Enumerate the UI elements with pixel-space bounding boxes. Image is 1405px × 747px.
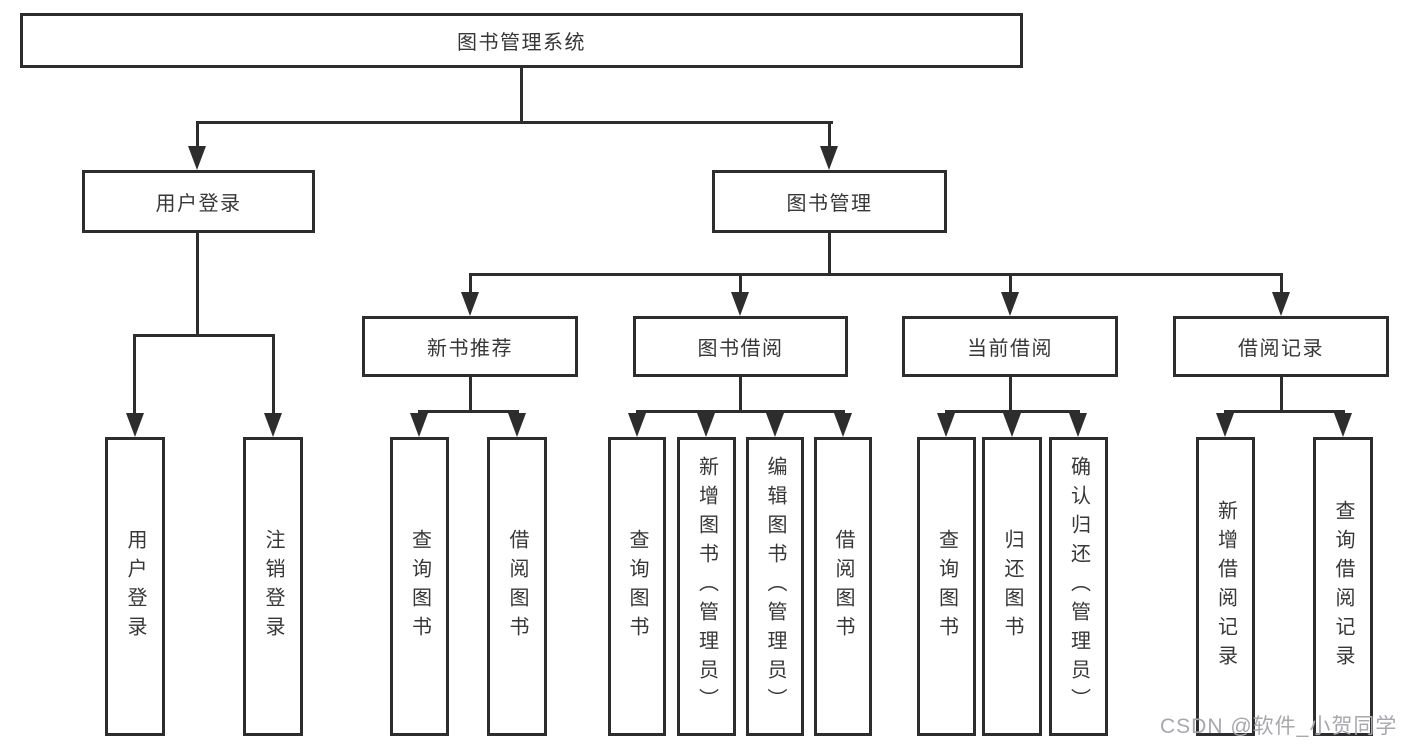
arrow-down-icon (1272, 292, 1290, 316)
leaf-add-book-admin-label: 新增图书（管理员） (695, 456, 718, 717)
connector-line (828, 233, 831, 276)
connector-line (1009, 273, 1012, 295)
arrow-down-icon (461, 292, 479, 316)
connector-line (739, 377, 742, 413)
connector-line (469, 377, 472, 413)
node-user-login: 用户登录 (82, 170, 315, 233)
arrow-down-icon (1001, 292, 1019, 316)
arrow-down-icon (834, 413, 852, 437)
node-root: 图书管理系统 (20, 13, 1023, 68)
arrow-down-icon (697, 413, 715, 437)
connector-line (1224, 410, 1345, 413)
arrow-down-icon (126, 413, 144, 437)
connector-line (945, 410, 1080, 413)
leaf-return-books-label: 归还图书 (1001, 528, 1023, 645)
leaf-query-books-label: 查询图书 (408, 528, 431, 645)
connector-line (133, 334, 136, 414)
arrow-down-icon (766, 413, 784, 437)
leaf-edit-book-admin-label: 编辑图书（管理员） (764, 456, 786, 717)
arrow-down-icon (1069, 413, 1087, 437)
arrow-down-icon (820, 146, 838, 170)
connector-line (196, 233, 199, 337)
leaf-borrow-books: 借阅图书 (814, 437, 872, 736)
arrow-down-icon (1003, 413, 1021, 437)
connector-line (133, 334, 275, 337)
leaf-borrow-books: 借阅图书 (487, 437, 547, 736)
leaf-add-book-admin: 新增图书（管理员） (677, 437, 736, 736)
leaf-user-login: 用户登录 (105, 437, 165, 736)
leaf-return-books: 归还图书 (982, 437, 1042, 736)
connector-line (1280, 377, 1283, 413)
leaf-query-borrow-record-label: 查询借阅记录 (1332, 499, 1354, 674)
connector-line (520, 68, 523, 124)
node-new-book-recommend-label: 新书推荐 (427, 338, 513, 360)
node-book-borrow: 图书借阅 (633, 316, 848, 377)
connector-line (196, 121, 833, 124)
node-current-borrow-label: 当前借阅 (967, 338, 1053, 360)
connector-line (1280, 273, 1283, 295)
node-borrow-records: 借阅记录 (1173, 316, 1389, 377)
connector-line (636, 410, 845, 413)
leaf-query-borrow-record: 查询借阅记录 (1313, 437, 1373, 736)
node-new-book-recommend: 新书推荐 (362, 316, 578, 377)
leaf-confirm-return-admin: 确认归还（管理员） (1049, 437, 1108, 736)
leaf-query-books: 查询图书 (608, 437, 666, 736)
arrow-down-icon (731, 292, 749, 316)
leaf-add-borrow-record: 新增借阅记录 (1196, 437, 1255, 736)
leaf-confirm-return-admin-label: 确认归还（管理员） (1067, 456, 1090, 717)
connector-line (1009, 377, 1012, 413)
leaf-logout: 注销登录 (243, 437, 303, 736)
leaf-add-borrow-record-label: 新增借阅记录 (1214, 499, 1237, 674)
connector-line (739, 273, 742, 295)
arrow-down-icon (628, 413, 646, 437)
leaf-user-login-label: 用户登录 (124, 528, 146, 645)
arrow-down-icon (508, 413, 526, 437)
arrow-down-icon (1216, 413, 1234, 437)
arrow-down-icon (937, 413, 955, 437)
connector-line (469, 273, 1282, 276)
leaf-query-books-label: 查询图书 (626, 528, 648, 645)
connector-line (272, 334, 275, 414)
connector-line (469, 273, 472, 295)
leaf-query-books-label: 查询图书 (935, 528, 958, 645)
connector-line (418, 410, 519, 413)
node-borrow-records-label: 借阅记录 (1238, 338, 1324, 360)
arrow-down-icon (410, 413, 428, 437)
leaf-borrow-books-label: 借阅图书 (832, 528, 854, 645)
node-book-management-label: 图书管理 (786, 193, 873, 215)
leaf-query-books: 查询图书 (917, 437, 976, 736)
node-current-borrow: 当前借阅 (902, 316, 1118, 377)
leaf-query-books: 查询图书 (390, 437, 449, 736)
arrow-down-icon (264, 413, 282, 437)
arrow-down-icon (188, 146, 206, 170)
connector-line (828, 121, 831, 148)
leaf-borrow-books-label: 借阅图书 (506, 528, 528, 645)
node-root-label: 图书管理系统 (457, 32, 586, 54)
arrow-down-icon (1334, 413, 1352, 437)
node-book-borrow-label: 图书借阅 (697, 338, 784, 360)
leaf-edit-book-admin: 编辑图书（管理员） (746, 437, 804, 736)
leaf-logout-label: 注销登录 (262, 528, 284, 645)
connector-line (196, 121, 199, 148)
csdn-watermark: CSDN @软件_小贺同学 (1160, 715, 1398, 738)
node-book-management: 图书管理 (712, 170, 947, 233)
node-user-login-label: 用户登录 (155, 193, 242, 215)
